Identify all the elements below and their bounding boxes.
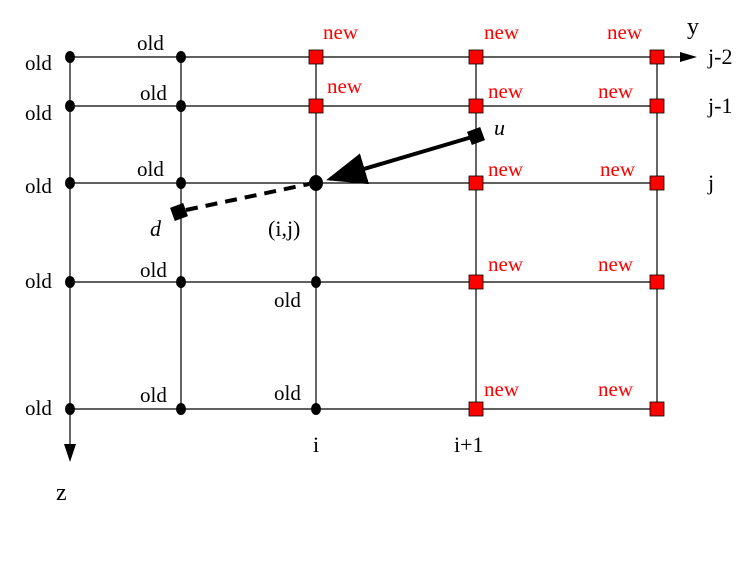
- old-label: old: [25, 269, 52, 293]
- new-label: new: [327, 74, 363, 98]
- new-node: [468, 175, 484, 191]
- new-label: new: [488, 252, 524, 276]
- row-label-j: j: [707, 170, 714, 195]
- z-axis-arrowhead: [64, 444, 76, 462]
- downstream-point-d: [170, 203, 188, 221]
- new-node: [649, 49, 665, 65]
- old-node: [176, 403, 186, 415]
- new-label: new: [488, 157, 524, 181]
- old-node: [176, 276, 186, 288]
- old-label: old: [274, 288, 301, 312]
- new-label: new: [598, 377, 634, 401]
- new-label: new: [484, 377, 520, 401]
- new-node: [468, 98, 484, 114]
- old-label: old: [274, 381, 301, 405]
- new-node: [649, 175, 665, 191]
- old-node: [176, 177, 186, 189]
- new-label: new: [484, 20, 520, 44]
- old-node: [65, 276, 75, 288]
- old-label: old: [137, 157, 164, 181]
- col-label-i: i: [313, 432, 319, 457]
- label-d: d: [150, 216, 162, 241]
- old-node: [176, 51, 186, 63]
- new-label: new: [488, 79, 524, 103]
- old-node: [311, 403, 321, 415]
- new-node: [308, 49, 324, 65]
- upstream-point-u: [467, 127, 485, 145]
- old-node: [65, 100, 75, 112]
- old-node: [176, 100, 186, 112]
- old-label: old: [140, 383, 167, 407]
- y-axis-arrowhead: [680, 52, 697, 62]
- downstream-dashed-line: [185, 182, 310, 212]
- new-label: new: [598, 79, 634, 103]
- new-node: [308, 98, 324, 114]
- new-label: new: [607, 20, 643, 44]
- old-node: [65, 403, 75, 415]
- new-nodes: [308, 49, 665, 417]
- old-labels: old old old old old old old old old old …: [25, 31, 301, 420]
- old-label: old: [25, 101, 52, 125]
- old-label: old: [140, 258, 167, 282]
- old-label: old: [25, 51, 52, 75]
- new-node: [468, 274, 484, 290]
- col-label-i-plus-1: i+1: [454, 432, 484, 457]
- old-node: [65, 51, 75, 63]
- old-label: old: [25, 174, 52, 198]
- upstream-arrow: [326, 135, 473, 185]
- old-node: [311, 276, 321, 288]
- center-node-ij: [309, 175, 323, 191]
- old-label: old: [137, 31, 164, 55]
- old-nodes: [65, 51, 321, 415]
- new-node: [468, 401, 484, 417]
- vertical-grid-lines: [69, 57, 658, 448]
- center-label: (i,j): [268, 216, 300, 241]
- z-axis-label: z: [56, 480, 67, 506]
- row-label-j-2: j-2: [707, 44, 732, 69]
- new-node: [649, 274, 665, 290]
- new-label: new: [598, 252, 634, 276]
- old-label: old: [25, 396, 52, 420]
- new-labels: new new new new new new new new new new …: [323, 20, 643, 401]
- y-axis-label: y: [687, 14, 699, 40]
- new-label: new: [323, 20, 359, 44]
- horizontal-grid-lines: [70, 56, 690, 410]
- row-label-j-1: j-1: [707, 93, 732, 118]
- new-node: [649, 98, 665, 114]
- old-node: [65, 177, 75, 189]
- new-label: new: [600, 157, 636, 181]
- old-label: old: [140, 81, 167, 105]
- new-node: [468, 49, 484, 65]
- label-u: u: [494, 115, 505, 140]
- new-node: [649, 401, 665, 417]
